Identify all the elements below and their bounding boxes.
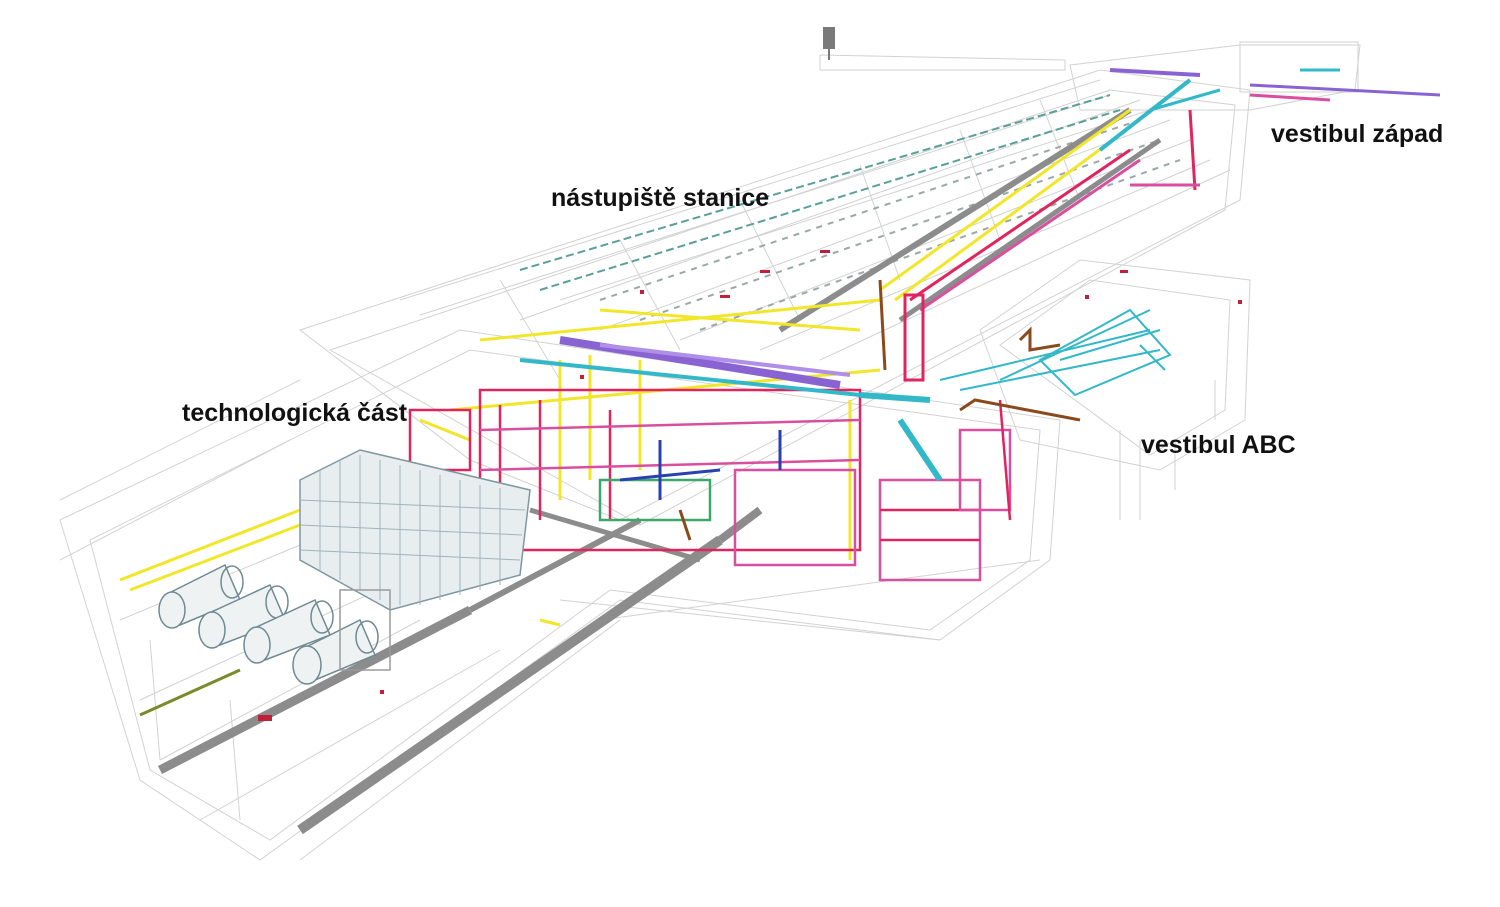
label-technical-part: technologická část <box>182 399 408 427</box>
pipes-brown <box>139 279 1081 717</box>
tunnel-fans <box>158 563 391 685</box>
surface-kiosk <box>823 27 835 60</box>
label-vestibule-west: vestibul západ <box>1271 120 1444 148</box>
pipes-red <box>903 93 1331 382</box>
cable-trays-yellow <box>119 108 1141 627</box>
platform-modules <box>519 94 1181 331</box>
escalator-abc <box>1038 308 1172 397</box>
ventilation-ducts <box>519 68 1441 500</box>
markers <box>258 250 1242 721</box>
tunnel-fan-2 <box>198 583 289 649</box>
structure-wireframe <box>59 41 1361 861</box>
air-handling-unit <box>299 449 531 611</box>
label-platform: nástupiště stanice <box>551 184 770 212</box>
technical-part-equipment <box>408 388 1012 582</box>
label-vestibule-abc: vestibul ABC <box>1141 431 1296 459</box>
rail-tracks <box>157 107 1162 835</box>
